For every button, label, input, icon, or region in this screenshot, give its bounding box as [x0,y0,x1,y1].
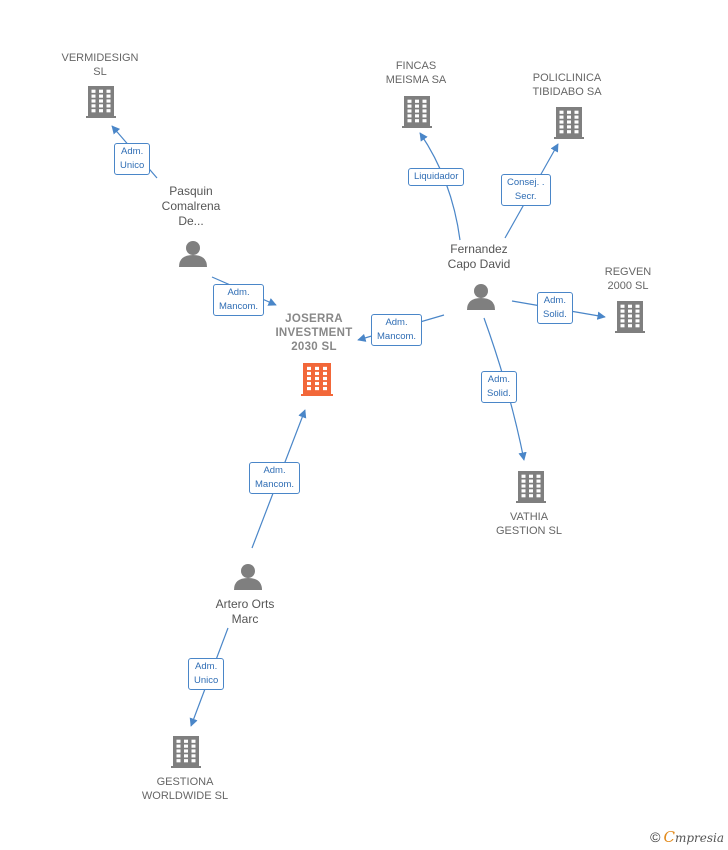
building-icon[interactable] [554,107,584,139]
label-line: GESTIONA [156,776,214,788]
building-icon[interactable] [171,736,201,768]
node-label-vermidesign: VERMIDESIGN SL [61,51,138,79]
building-icon[interactable] [516,471,546,503]
person-icon[interactable] [179,241,207,267]
node-label-policlinica: POLICLINICA TIBIDABO SA [532,71,601,99]
label-line: Unico [120,160,145,171]
relation-fernandez-vathia[interactable]: Adm. Solid. [481,371,517,403]
brand-logo: Cmpresia [663,828,724,846]
label-line: Adm. [385,317,408,328]
relation-fernandez-regven[interactable]: Adm. Solid. [537,292,573,324]
label-line: VATHIA [509,511,549,523]
label-line: VERMIDESIGN [61,52,139,64]
label-line: Adm. [227,287,250,298]
label-line: Capo David [447,257,511,271]
building-icon[interactable] [615,301,645,333]
label-line: MEISMA SA [385,74,447,86]
label-line: Marc [231,612,259,626]
building-icon[interactable] [402,96,432,128]
node-label-joserra: JOSERRA INVESTMENT 2030 SL [275,312,352,354]
relation-artero-joserra[interactable]: Adm. Mancom. [249,462,301,494]
label-line: Adm. [195,661,218,672]
node-label-vathia: VATHIA GESTION SL [496,510,562,538]
label-line: Secr. [514,191,537,202]
relation-pasquin-vermidesign[interactable]: Adm. Unico [114,143,151,175]
node-label-fincas: FINCAS MEISMA SA [386,59,447,87]
person-icon[interactable] [234,564,262,590]
label-line: Solid. [487,388,511,399]
main-building-icon[interactable] [301,363,333,396]
label-line: POLICLINICA [532,72,602,84]
label-line: Adm. [263,465,286,476]
label-line: Fernandez [450,242,508,256]
label-line: TIBIDABO SA [532,86,602,98]
label-line: JOSERRA [285,313,343,325]
label-line: Solid. [543,309,567,320]
label-line: Pasquin [169,184,213,198]
person-icon[interactable] [467,284,495,310]
label-line: 2000 SL [607,280,649,292]
label-line: Artero Orts [215,597,275,611]
label-line: Comalrena [161,199,221,213]
label-line: Unico [194,675,219,686]
copyright-symbol: © [650,829,661,845]
relation-artero-gestiona[interactable]: Adm. Unico [188,658,225,690]
relation-fernandez-policlinica[interactable]: Consej. . Secr. [501,174,551,206]
relation-pasquin-joserra[interactable]: Adm. Mancom. [213,284,265,316]
label-line: Liquidador [414,171,459,182]
label-line: GESTION SL [495,525,563,537]
relation-fernandez-joserra[interactable]: Adm. Mancom. [371,314,423,346]
label-line: INVESTMENT [275,327,353,339]
label-line: FINCAS [395,60,437,72]
label-line: REGVEN [604,266,652,278]
label-line: WORLDWIDE SL [141,790,229,802]
node-label-regven: REGVEN 2000 SL [605,265,651,293]
label-line: Mancom. [219,301,259,312]
label-line: Consej. . [507,177,545,188]
building-icon[interactable] [86,86,116,118]
label-line: Adm. [543,295,566,306]
label-line: Mancom. [255,479,295,490]
label-line: Mancom. [377,331,417,342]
label-line: Adm. [487,374,510,385]
node-label-gestiona: GESTIONA WORLDWIDE SL [142,775,228,803]
label-line: Adm. [121,146,144,157]
label-line: De... [178,214,204,228]
label-line: SL [93,66,107,78]
footer-brand[interactable]: © Cmpresia [650,828,724,846]
label-line: 2030 SL [291,341,337,353]
relation-fernandez-fincas[interactable]: Liquidador [408,168,465,186]
edge-fernandez-fincas [419,132,461,241]
